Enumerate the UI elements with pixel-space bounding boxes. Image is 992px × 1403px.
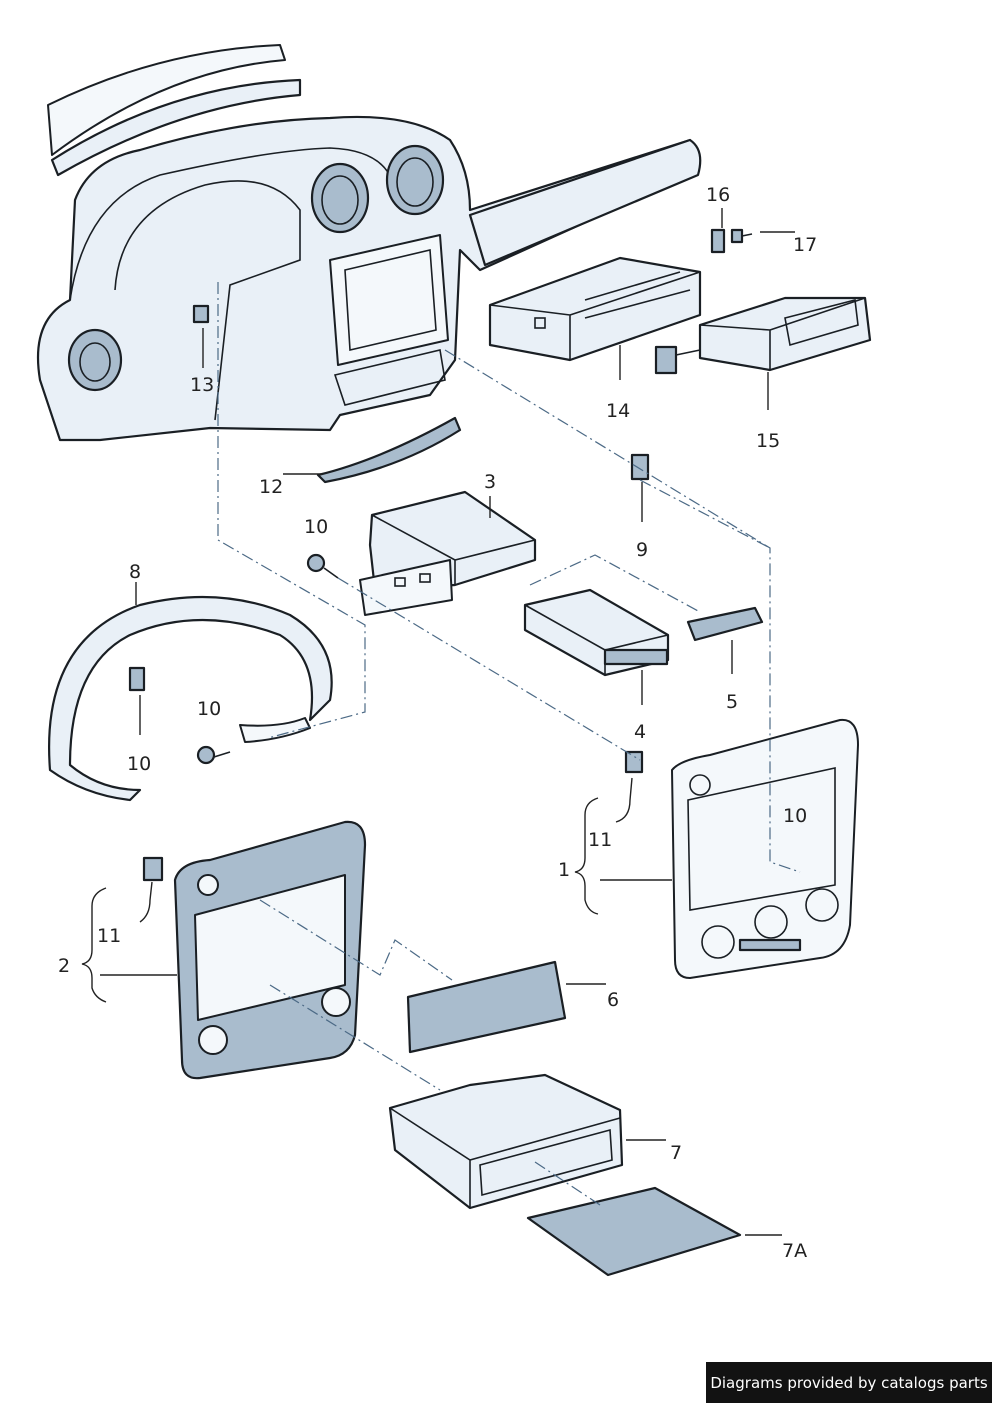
clip-9	[630, 453, 650, 481]
dash-top-strip	[50, 78, 302, 177]
callout-10-a: 10	[304, 516, 328, 538]
callout-1: 1	[558, 859, 570, 881]
clip-16	[710, 228, 726, 254]
callout-6: 6	[607, 989, 619, 1011]
callout-14: 14	[606, 400, 630, 422]
control-module-4	[523, 588, 670, 677]
callout-10-b: 10	[197, 698, 221, 720]
footer-credit-text: Diagrams provided by catalogs parts	[710, 1373, 988, 1392]
callout-15: 15	[756, 430, 780, 452]
cluster-cover-8	[48, 595, 333, 802]
callout-3: 3	[484, 471, 496, 493]
air-vent-left	[67, 328, 123, 392]
air-vent-center-right-inner	[396, 157, 434, 207]
connector-15	[654, 345, 678, 375]
callout-10-c: 10	[127, 753, 151, 775]
dash-right-trim	[468, 138, 702, 267]
callout-labels: 1 2 3 4 5 6 7 7A 8 9 10 10 10 10 11 11 1…	[58, 184, 817, 1262]
mounting-bracket-3	[359, 490, 537, 616]
clip-11-b	[142, 856, 164, 882]
blanking-cover-6	[406, 960, 567, 1054]
trim-strip-12	[316, 416, 462, 484]
callout-16: 16	[706, 184, 730, 206]
air-vent-left-inner	[79, 342, 111, 382]
callout-7a: 7A	[782, 1240, 807, 1262]
clip-11-a	[624, 750, 644, 774]
callout-7: 7	[670, 1142, 682, 1164]
callout-5: 5	[726, 691, 738, 713]
callout-12: 12	[259, 476, 283, 498]
leader-lines	[81, 208, 795, 1236]
clip-13	[192, 304, 210, 324]
dashboard-panel	[36, 44, 702, 442]
dash-inner-edge	[69, 147, 393, 301]
screw-10-a	[306, 553, 339, 579]
air-vent-center-left	[310, 162, 370, 234]
trim-frame-2	[173, 820, 367, 1080]
callout-17: 17	[793, 234, 817, 256]
storage-tray-7	[388, 1073, 624, 1210]
trim-frame-1	[671, 718, 859, 979]
callout-8: 8	[129, 561, 141, 583]
connector-5	[686, 606, 764, 642]
lower-console	[333, 349, 446, 406]
dash-cluster-opening	[114, 180, 301, 421]
windscreen-trim	[47, 44, 286, 156]
footer-banner: Diagrams provided by catalogs parts	[706, 1362, 992, 1403]
callout-10-d: 10	[783, 805, 807, 827]
radio-bracket-14	[488, 256, 702, 362]
screw-17	[730, 228, 753, 244]
air-vent-center-right	[385, 144, 445, 216]
screw-10-b	[196, 745, 231, 765]
alignment-lines	[217, 282, 801, 1206]
callout-4: 4	[634, 721, 646, 743]
callout-13: 13	[190, 374, 214, 396]
radio-opening-inner	[344, 249, 437, 351]
callout-2: 2	[58, 955, 70, 977]
air-vent-center-left-inner	[321, 175, 359, 225]
callout-11-b: 11	[97, 925, 121, 947]
callout-11-a: 11	[588, 829, 612, 851]
callout-9: 9	[636, 539, 648, 561]
radio-opening	[329, 234, 449, 366]
storage-box-15	[654, 296, 872, 375]
tray-mat-7A	[526, 1186, 742, 1277]
